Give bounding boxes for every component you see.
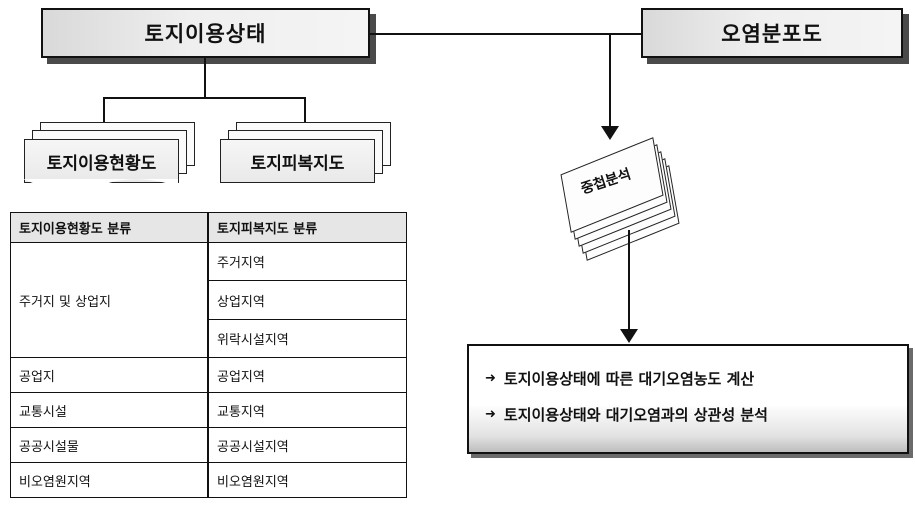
pollution-distribution-box: 오염분포도 <box>641 8 903 58</box>
arrow-icon: ➜ <box>485 371 496 386</box>
table-cell: 교통지역 <box>208 392 407 428</box>
table-cell: 공업지 <box>10 357 208 393</box>
land-use-status-title: 토지이용상태 <box>144 22 267 46</box>
table-cell: 공업지역 <box>208 357 407 393</box>
analysis-result-box: ➜ 토지이용상태에 따른 대기오염농도 계산 ➜ 토지이용상태와 대기오염과의 … <box>467 344 909 454</box>
table-cell: 위락시설지역 <box>208 319 407 358</box>
table-cell: 공공시설물 <box>10 427 208 463</box>
connector-vertical-right <box>609 33 611 130</box>
table-cell: 주거지 및 상업지 <box>10 242 208 358</box>
connector-branch-down-1 <box>103 97 105 127</box>
connector-stem-left <box>204 58 206 98</box>
land-cover-classification-table: 토지피복지도 분류 주거지역 상업지역 위락시설지역 공업지역 교통지역 공공시… <box>208 212 407 498</box>
table-cell: 비오염원지역 <box>208 462 407 498</box>
result-item-text: 토지이용상태에 따른 대기오염농도 계산 <box>503 370 755 388</box>
table-cell: 비오염원지역 <box>10 462 208 498</box>
land-use-classification-table: 토지이용현황도 분류 주거지 및 상업지 공업지 교통시설 공공시설물 비오염원… <box>10 212 208 498</box>
table-cell: 상업지역 <box>208 280 407 320</box>
table-cell: 주거지역 <box>208 242 407 281</box>
table-header: 토지피복지도 분류 <box>208 212 407 243</box>
arrow-icon: ➜ <box>485 407 496 422</box>
connector-header-to-header <box>370 33 641 35</box>
land-use-map-doc: 토지이용현황도 <box>23 139 179 191</box>
land-cover-map-doc: 토지피복지도 <box>220 139 375 183</box>
arrow-down-icon <box>601 126 619 140</box>
result-item: ➜ 토지이용상태에 따른 대기오염농도 계산 <box>485 368 754 389</box>
connector-branch-down-2 <box>304 97 306 127</box>
land-use-map-label: 토지이용현황도 <box>46 153 157 174</box>
connector-overlap-to-result <box>628 230 630 332</box>
doc-wave-edge <box>23 179 178 191</box>
result-item-text: 토지이용상태와 대기오염과의 상관성 분석 <box>503 406 768 424</box>
result-item: ➜ 토지이용상태와 대기오염과의 상관성 분석 <box>485 404 768 425</box>
table-cell: 교통시설 <box>10 392 208 428</box>
table-cell: 공공시설지역 <box>208 427 407 463</box>
land-cover-map-label: 토지피복지도 <box>250 153 345 174</box>
arrow-down-icon <box>620 329 638 343</box>
table-header: 토지이용현황도 분류 <box>10 212 208 243</box>
connector-branch-left <box>103 97 306 99</box>
land-use-status-box: 토지이용상태 <box>41 8 370 58</box>
pollution-distribution-title: 오염분포도 <box>721 22 823 46</box>
